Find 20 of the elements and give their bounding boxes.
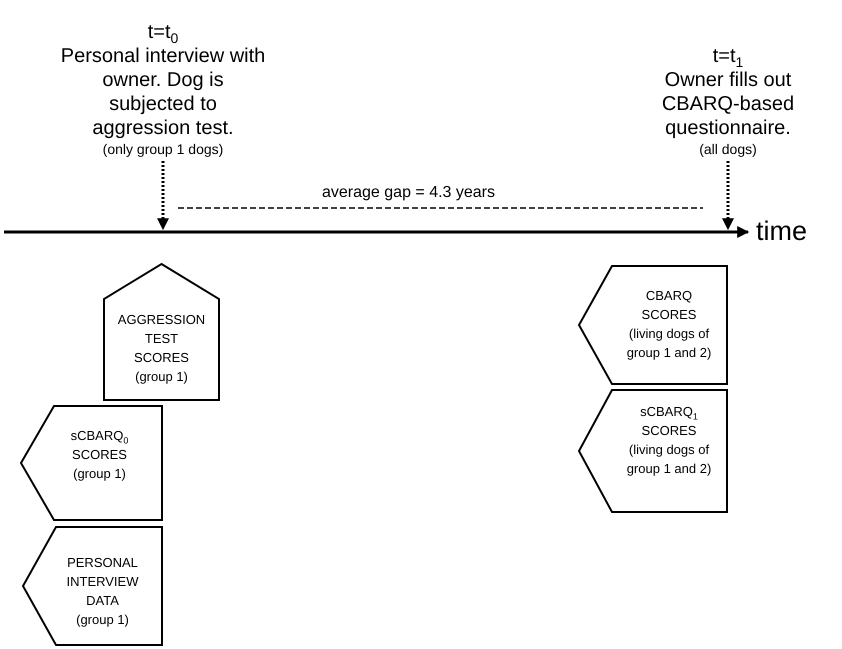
box-title: PERSONAL INTERVIEW DATA	[66, 554, 140, 610]
event-note: (all dogs)	[698, 140, 758, 158]
box-note: (group 1)	[72, 465, 127, 483]
event-time: t=t$_{1}$	[712, 44, 744, 68]
box-title: AGGRESSION TEST SCORES	[116, 311, 206, 367]
arrow	[722, 161, 734, 230]
box-note: (living dogs of group 1 and 2)	[626, 441, 712, 478]
event-note: (only group 1 dogs)	[102, 140, 224, 158]
box-note: (group 1)	[134, 368, 189, 386]
arrow	[157, 161, 169, 230]
event-time: t=t$_{0}$	[146, 20, 180, 44]
event-description: Personal interview with owner. Dog is subjected to aggression test.	[60, 44, 266, 140]
event-description: Owner fills out CBARQ-based questionnaire.	[660, 68, 796, 140]
box-title: sCBARQ$_{0}$ SCORES	[70, 427, 130, 464]
axis-label: time	[756, 216, 808, 247]
box-title: sCBARQ$_{1}$ SCORES	[639, 403, 699, 440]
box-title: CBARQ SCORES	[640, 287, 698, 324]
box-note: (group 1)	[75, 611, 130, 629]
gap-label: average gap = 4.3 years	[322, 184, 496, 202]
box-note: (living dogs of group 1 and 2)	[626, 325, 712, 362]
